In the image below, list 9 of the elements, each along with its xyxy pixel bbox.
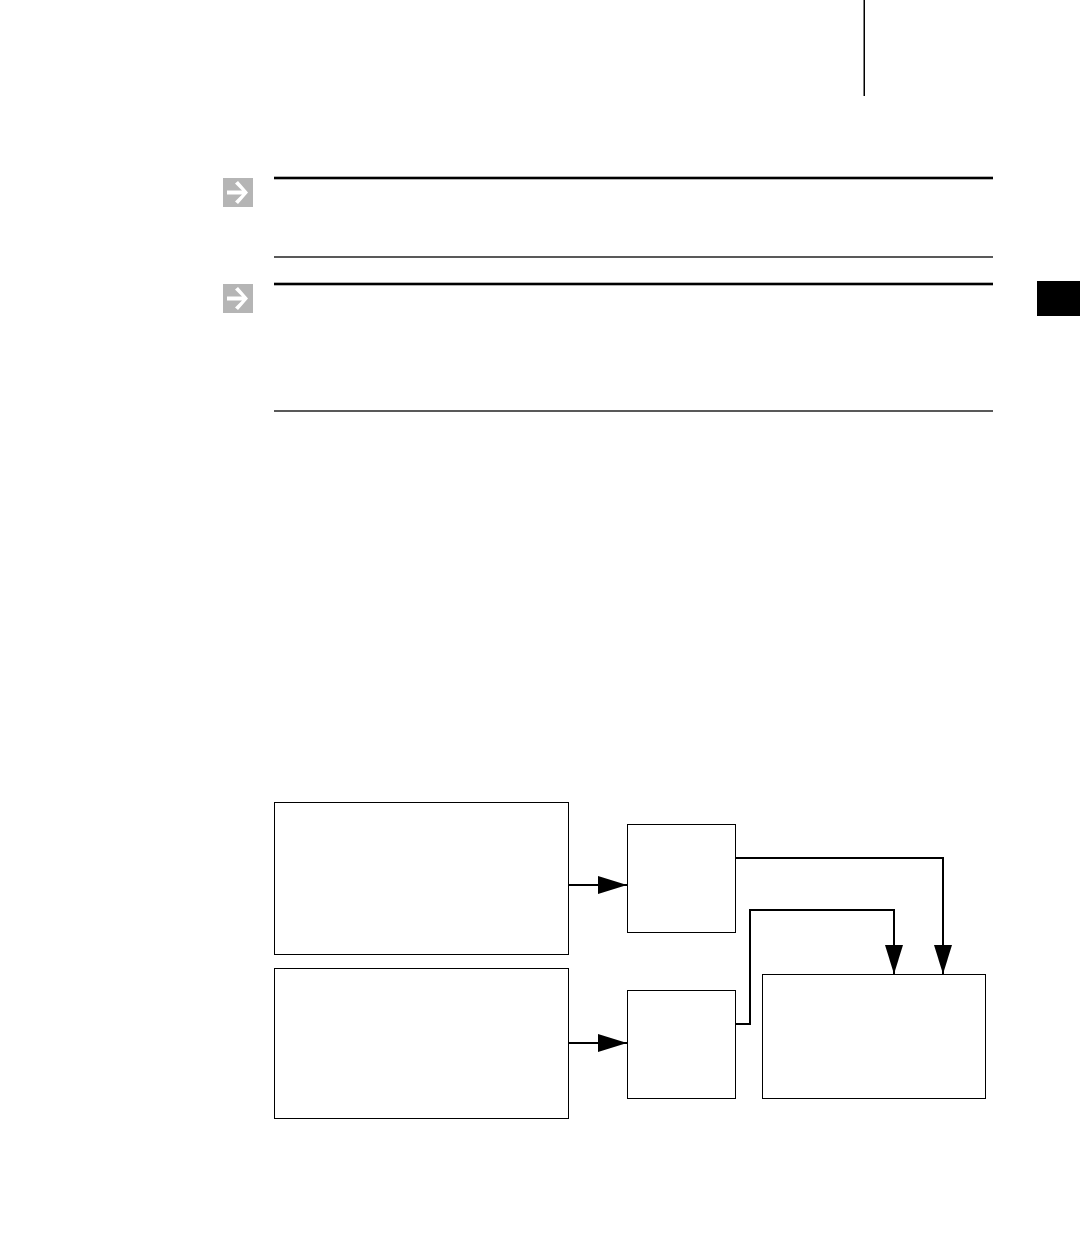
- empty-box: [762, 974, 986, 1099]
- arrow: [735, 857, 952, 975]
- empty-box: [627, 824, 736, 933]
- empty-box: [274, 802, 569, 955]
- empty-box: [627, 990, 736, 1099]
- arrow: [735, 909, 903, 1025]
- arrow: [568, 1034, 628, 1052]
- arrow: [568, 876, 628, 894]
- empty-box: [274, 968, 569, 1119]
